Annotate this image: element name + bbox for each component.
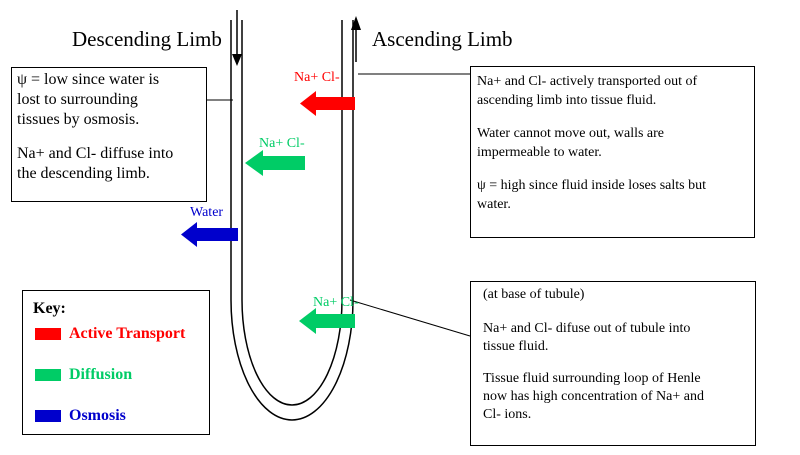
- diffusion-arrow-descending: [245, 150, 305, 176]
- key-item-active-transport: Active Transport: [35, 325, 185, 343]
- key-label-diffusion: Diffusion: [69, 366, 133, 383]
- key-box: Key: Active Transport Diffusion Osmosis: [22, 290, 210, 435]
- base-info-text-1: (at base of tubule): [483, 287, 585, 302]
- base-info-box: (at base of tubule) Na+ and Cl- difuse o…: [470, 281, 756, 446]
- osmosis-water-label: Water: [190, 205, 224, 220]
- key-label-active-transport: Active Transport: [69, 325, 186, 342]
- osmosis-arrow: [181, 222, 238, 247]
- base-info-text-2: Na+ and Cl- difuse out of tubule into ti…: [483, 321, 691, 354]
- base-info-text-3: Tissue fluid surrounding loop of Henle n…: [483, 371, 704, 422]
- connector-right-bottom: [349, 299, 471, 337]
- active-transport-swatch: [35, 328, 61, 340]
- diffusion-swatch: [35, 369, 61, 381]
- tubule-inner-wall: [241, 20, 343, 406]
- descending-limb-title: Descending Limb: [72, 27, 222, 51]
- active-transport-arrow: [300, 91, 355, 116]
- osmosis-swatch: [35, 410, 61, 422]
- descending-info-text-2: Na+ and Cl- diffuse into the descending …: [17, 145, 174, 182]
- key-item-osmosis: Osmosis: [35, 407, 126, 425]
- descending-info-box: ψ = low since water is lost to surroundi…: [11, 67, 207, 202]
- diffusion-ion-label: Na+ Cl-: [259, 136, 305, 151]
- diffusion-bottom-ion-label: Na+ Cl-: [313, 295, 359, 310]
- ascending-info-text-3: ψ = high since fluid inside loses salts …: [477, 178, 706, 212]
- descending-info-text-1: ψ = low since water is lost to surroundi…: [17, 71, 160, 128]
- ascending-info-text-2: Water cannot move out, walls are imperme…: [477, 126, 665, 160]
- descending-flow-arrow: [232, 10, 242, 66]
- key-label-osmosis: Osmosis: [69, 407, 126, 424]
- key-title: Key:: [33, 300, 66, 317]
- ascending-limb-title: Ascending Limb: [372, 27, 513, 51]
- active-transport-ion-label: Na+ Cl-: [294, 70, 340, 85]
- ascending-info-box: Na+ and Cl- actively transported out of …: [470, 66, 755, 238]
- tubule-outer-wall: [230, 20, 354, 421]
- ascending-info-text-1: Na+ and Cl- actively transported out of …: [477, 74, 698, 108]
- key-item-diffusion: Diffusion: [35, 366, 132, 384]
- diffusion-arrow-bottom: [299, 308, 355, 334]
- ascending-flow-arrow: [351, 16, 361, 62]
